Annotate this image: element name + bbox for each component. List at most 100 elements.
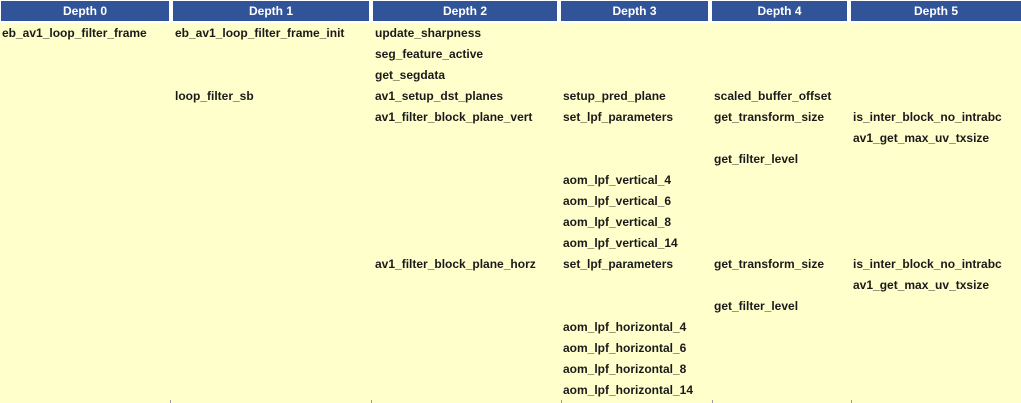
function-name-cell: get_filter_level <box>714 299 799 313</box>
empty-cell <box>712 233 851 254</box>
function-name-cell: aom_lpf_vertical_8 <box>563 215 672 229</box>
empty-cell <box>0 65 173 86</box>
function-name-cell: av1_filter_block_plane_horz <box>375 257 536 271</box>
function-name-cell: get_segdata <box>375 68 446 82</box>
empty-cell <box>373 338 561 359</box>
table-body: eb_av1_loop_filter_frame eb_av1_loop_filt… <box>0 23 1021 401</box>
empty-cell <box>0 254 173 275</box>
empty-cell <box>173 149 373 170</box>
table-row: av1_get_max_uv_txsize <box>0 128 1021 149</box>
column-header-depth-3: Depth 3 <box>561 1 708 21</box>
function-name-cell: get_filter_level <box>714 152 799 166</box>
empty-cell <box>561 275 712 296</box>
table-row: loop_filter_sb av1_setup_dst_planes setup_… <box>0 86 1021 107</box>
empty-cell <box>173 65 373 86</box>
empty-cell <box>851 212 1021 233</box>
empty-cell <box>0 212 173 233</box>
empty-cell <box>712 275 851 296</box>
empty-cell <box>712 170 851 191</box>
table-row: av1_filter_block_plane_horz set_lpf_param… <box>0 254 1021 275</box>
empty-cell <box>851 359 1021 380</box>
function-name-cell: set_lpf_parameters <box>563 110 674 124</box>
empty-cell <box>0 191 173 212</box>
function-name-cell: setup_pred_plane <box>563 89 666 103</box>
empty-cell <box>373 170 561 191</box>
empty-cell <box>712 65 851 86</box>
empty-cell <box>851 44 1021 65</box>
gridline-tick <box>851 400 852 403</box>
function-name-cell: eb_av1_loop_filter_frame_init <box>175 26 345 40</box>
empty-cell <box>373 296 561 317</box>
empty-cell <box>173 44 373 65</box>
empty-cell <box>561 23 712 44</box>
empty-cell <box>0 233 173 254</box>
empty-cell <box>561 128 712 149</box>
empty-cell <box>173 296 373 317</box>
function-name-cell: get_transform_size <box>714 257 825 271</box>
table-row: seg_feature_active <box>0 44 1021 65</box>
empty-cell <box>373 212 561 233</box>
empty-cell <box>0 380 173 401</box>
table-row: get_segdata <box>0 65 1021 86</box>
table-row: aom_lpf_horizontal_8 <box>0 359 1021 380</box>
empty-cell <box>173 212 373 233</box>
column-header-depth-2: Depth 2 <box>373 1 557 21</box>
empty-cell <box>373 233 561 254</box>
gridline-tick <box>170 400 171 403</box>
empty-cell <box>373 317 561 338</box>
empty-cell <box>173 359 373 380</box>
empty-cell <box>373 128 561 149</box>
function-name-cell: aom_lpf_horizontal_8 <box>563 362 687 376</box>
empty-cell <box>373 149 561 170</box>
empty-cell <box>851 65 1021 86</box>
empty-cell <box>373 359 561 380</box>
empty-cell <box>0 275 173 296</box>
function-name-cell: scaled_buffer_offset <box>714 89 832 103</box>
function-name-cell: aom_lpf_vertical_14 <box>563 236 678 250</box>
function-name-cell: aom_lpf_vertical_4 <box>563 173 672 187</box>
empty-cell <box>0 86 173 107</box>
empty-cell <box>561 65 712 86</box>
function-name-cell: av1_setup_dst_planes <box>375 89 504 103</box>
function-name-cell: loop_filter_sb <box>175 89 254 103</box>
empty-cell <box>712 191 851 212</box>
empty-cell <box>561 296 712 317</box>
column-header-depth-0: Depth 0 <box>1 1 169 21</box>
empty-cell <box>851 317 1021 338</box>
function-name-cell: is_inter_block_no_intrabc <box>853 257 1002 271</box>
empty-cell <box>851 191 1021 212</box>
empty-cell <box>173 317 373 338</box>
function-name-cell: update_sharpness <box>375 26 482 40</box>
function-name-cell: av1_filter_block_plane_vert <box>375 110 533 124</box>
function-name-cell: aom_lpf_horizontal_14 <box>563 383 694 397</box>
gridline-tick <box>712 400 713 403</box>
function-name-cell: aom_lpf_vertical_6 <box>563 194 672 208</box>
empty-cell <box>851 86 1021 107</box>
empty-cell <box>0 128 173 149</box>
function-name-cell: eb_av1_loop_filter_frame <box>2 26 147 40</box>
table-row: aom_lpf_vertical_14 <box>0 233 1021 254</box>
column-header-depth-1: Depth 1 <box>173 1 369 21</box>
empty-cell <box>561 149 712 170</box>
empty-cell <box>851 380 1021 401</box>
table-row: get_filter_level <box>0 149 1021 170</box>
empty-cell <box>712 23 851 44</box>
table-row: av1_get_max_uv_txsize <box>0 275 1021 296</box>
function-name-cell: aom_lpf_horizontal_4 <box>563 320 687 334</box>
empty-cell <box>712 359 851 380</box>
function-name-cell: set_lpf_parameters <box>563 257 674 271</box>
empty-cell <box>851 23 1021 44</box>
table-row: aom_lpf_vertical_6 <box>0 191 1021 212</box>
table-row: av1_filter_block_plane_vert set_lpf_param… <box>0 107 1021 128</box>
function-name-cell: get_transform_size <box>714 110 825 124</box>
table-row: aom_lpf_horizontal_6 <box>0 338 1021 359</box>
empty-cell <box>373 380 561 401</box>
empty-cell <box>173 338 373 359</box>
column-header-depth-4: Depth 4 <box>712 1 847 21</box>
header-body-divider <box>0 21 1021 23</box>
empty-cell <box>851 338 1021 359</box>
empty-cell <box>173 128 373 149</box>
empty-cell <box>0 296 173 317</box>
empty-cell <box>712 338 851 359</box>
